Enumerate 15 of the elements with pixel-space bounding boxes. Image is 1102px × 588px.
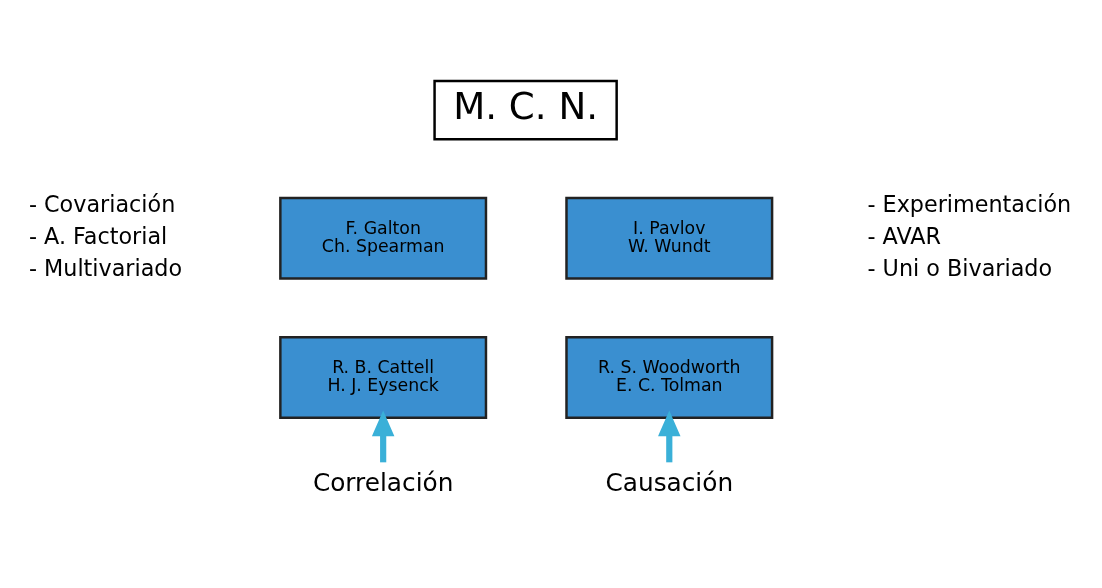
label: - Covariación [28,190,176,217]
label: - AVAR [867,222,941,249]
node-box: R. S. Woodworth E. C. Tolman [565,336,774,420]
label: - A. Factorial [28,222,168,249]
label: - Uni o Bivariado [867,254,1053,281]
node-box: M. C. N. [433,79,618,141]
arrow [371,410,395,463]
node-text: Causación [605,467,734,497]
arrow [658,410,681,463]
node-box: I. Pavlov W. Wundt [565,196,774,280]
label: - Multivariado [28,254,183,281]
node-box: R. B. Cattell H. J. Eysenck [279,336,488,420]
node-box: F. Galton Ch. Spearman [279,196,488,280]
node-text: Correlación [312,467,454,497]
label: - Experimentación [867,190,1072,217]
